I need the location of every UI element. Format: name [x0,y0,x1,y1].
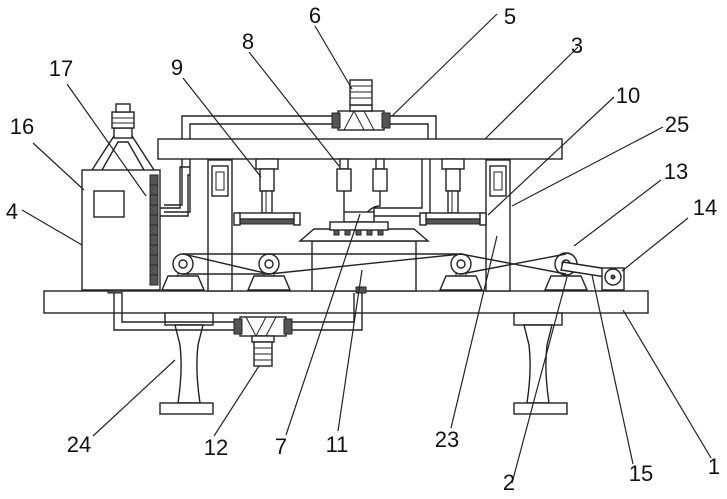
label-14: 14 [693,195,717,220]
base-plate [44,291,648,313]
label-15: 15 [629,461,653,486]
left-column [208,160,232,291]
label-5: 5 [504,4,516,29]
nozzle-right [373,159,387,191]
label-11: 11 [326,432,349,457]
pulley-1 [162,254,204,290]
label-2: 2 [503,470,515,495]
tray [300,229,428,241]
top-beam [158,139,562,159]
label-17: 17 [49,56,73,81]
right-leg [514,313,567,414]
box-fitting [356,287,366,293]
tank [82,167,190,290]
top-pump [332,80,390,130]
label-7: 7 [275,434,287,459]
label-12: 12 [204,435,228,460]
label-10: 10 [616,83,640,108]
pulley-3 [440,254,482,290]
label-4: 4 [6,199,18,224]
tank-motor [92,104,154,170]
label-24: 24 [67,432,91,457]
bottom-pump [234,317,292,366]
label-1: 1 [708,454,720,479]
right-column [486,160,510,291]
label-13: 13 [664,159,688,184]
label-8: 8 [242,29,254,54]
label-16: 16 [10,114,34,139]
hose-lines [164,159,430,220]
label-23: 23 [435,427,459,452]
support-box [312,241,416,291]
nozzle-left [337,159,351,212]
label-6: 6 [309,3,321,28]
label-3: 3 [571,33,583,58]
label-25: 25 [665,112,689,137]
label-9: 9 [171,55,183,80]
left-leg [160,313,213,414]
left-clamp [234,159,300,225]
